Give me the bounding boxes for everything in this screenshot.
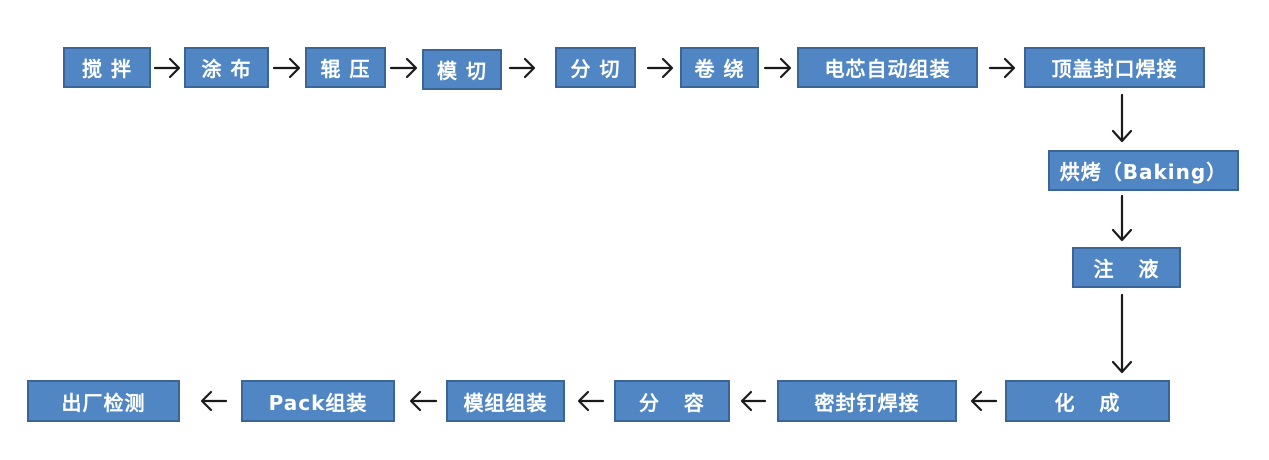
node-formation-label: 化 成	[1054, 390, 1121, 415]
node-die-cutting-label: 模 切	[437, 59, 487, 83]
node-formation: 化 成	[1005, 380, 1170, 422]
node-module-assembly-label: 模组组装	[463, 390, 548, 415]
node-baking-label: 烘烤（Baking）	[1059, 160, 1228, 184]
arrow-rolling-to-die-cutting	[389, 57, 418, 79]
arrow-seal-nail-to-grading	[740, 390, 767, 412]
node-pack-assembly: Pack组装	[241, 380, 395, 422]
arrow-slitting-to-winding	[646, 57, 674, 79]
arrow-mixing-to-coating	[153, 57, 181, 79]
node-cell-assembly-label: 电芯自动组装	[824, 57, 951, 81]
node-final-inspection-label: 出厂检测	[61, 390, 146, 415]
arrow-pack-to-inspection	[200, 390, 228, 412]
node-rolling-label: 辊 压	[320, 57, 371, 81]
arrow-winding-to-cell-assembly	[763, 57, 792, 79]
node-coating: 涂 布	[184, 47, 269, 88]
node-slitting-label: 分 切	[570, 57, 621, 81]
arrow-filling-to-formation	[1111, 293, 1133, 374]
node-mixing-label: 搅 拌	[82, 57, 132, 81]
node-winding-label: 卷 绕	[694, 57, 745, 81]
node-winding: 卷 绕	[680, 47, 759, 88]
node-seal-nail-welding: 密封钉焊接	[777, 380, 957, 422]
node-grading: 分 容	[614, 380, 730, 422]
node-slitting: 分 切	[555, 47, 636, 88]
node-coating-label: 涂 布	[201, 57, 252, 81]
node-electrolyte-filling: 注 液	[1072, 247, 1181, 288]
arrow-formation-to-seal-nail	[970, 390, 998, 412]
node-cell-assembly: 电芯自动组装	[797, 47, 978, 88]
arrow-top-cover-to-baking	[1111, 93, 1133, 143]
node-top-cover-welding-label: 顶盖封口焊接	[1051, 57, 1178, 81]
node-electrolyte-filling-label: 注 液	[1093, 257, 1160, 281]
node-final-inspection: 出厂检测	[27, 380, 180, 422]
node-top-cover-welding: 顶盖封口焊接	[1024, 47, 1205, 88]
node-mixing: 搅 拌	[63, 47, 151, 88]
arrow-cell-assembly-to-top-cover	[988, 57, 1016, 79]
arrow-grading-to-module	[577, 390, 605, 412]
node-die-cutting: 模 切	[422, 49, 502, 90]
arrow-baking-to-filling	[1111, 194, 1133, 242]
node-rolling: 辊 压	[305, 47, 386, 88]
node-seal-nail-welding-label: 密封钉焊接	[814, 390, 920, 415]
arrow-die-cutting-to-slitting	[508, 57, 536, 79]
arrow-coating-to-rolling	[272, 57, 301, 79]
node-baking: 烘烤（Baking）	[1048, 150, 1239, 191]
node-module-assembly: 模组组装	[446, 380, 565, 422]
arrow-module-to-pack	[409, 390, 438, 412]
node-grading-label: 分 容	[639, 390, 705, 415]
node-pack-assembly-label: Pack组装	[268, 390, 368, 415]
